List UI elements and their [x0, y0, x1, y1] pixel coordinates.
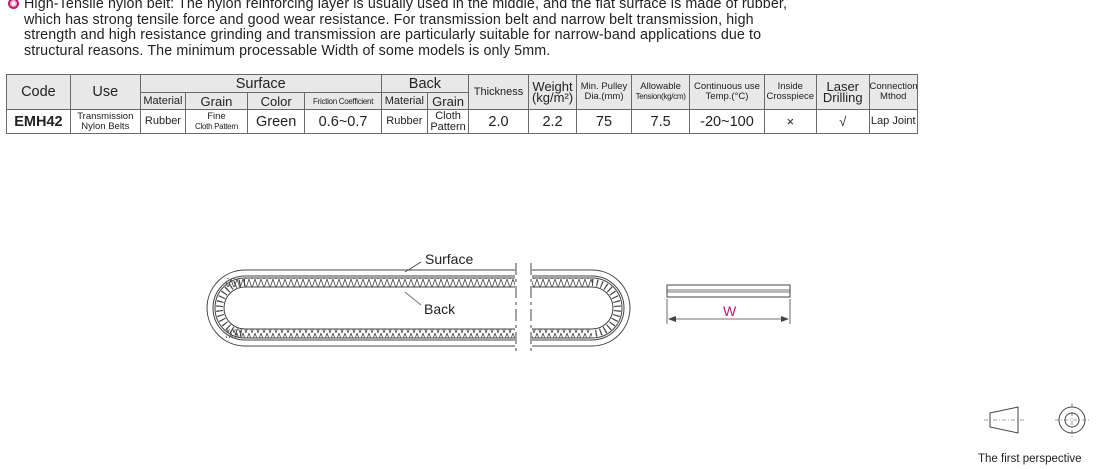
cell-laser-drilling: √ — [816, 109, 870, 134]
belt-loop-drawing — [206, 261, 631, 352]
description-line-2: which has strong tensile force and good … — [24, 11, 754, 28]
cell-inside-crosspiece: × — [763, 109, 818, 134]
cell-back-grain: Cloth Pattern — [426, 109, 470, 134]
header-min-pulley: Min. Pulley Dia.(mm) — [576, 74, 632, 110]
table-row: EMH42 Transmission Nylon Belts Rubber Fi… — [6, 109, 918, 134]
description-line-1: High-Tensile nylon belt: The nylon reinf… — [8, 0, 1098, 13]
surface-label: Surface — [425, 251, 474, 267]
header-surface-material: Material — [139, 92, 187, 110]
bullet-circle-icon — [8, 0, 19, 9]
header-use: Use — [69, 74, 141, 110]
header-weight: Weight (kg/m²) — [527, 74, 578, 110]
spec-table: Code Use Surface Back Thickness Weight (… — [6, 74, 918, 134]
back-label: Back — [424, 301, 456, 317]
header-back-grain: Grain — [426, 92, 470, 110]
header-back: Back — [380, 74, 470, 93]
cell-weight: 2.2 — [527, 109, 578, 134]
cell-allowable-tension: 7.5 — [630, 109, 691, 134]
cell-use: Transmission Nylon Belts — [69, 109, 141, 134]
header-inside-crosspiece: Inside Crosspiece — [763, 74, 818, 110]
perspective-label: The first perspective — [978, 453, 1082, 465]
cell-back-material: Rubber — [380, 109, 428, 134]
header-code: Code — [6, 74, 71, 110]
header-allowable-tension: Allowable Tension(kg/cm) — [630, 74, 691, 110]
cell-friction: 0.6~0.7 — [304, 109, 382, 134]
header-friction-coefficient: Friction Coefficient — [304, 92, 382, 110]
description-line-4: structural reasons. The minimum processa… — [24, 42, 551, 59]
header-continuous-temp: Continuous use Temp.(°C) — [689, 74, 765, 110]
cell-surface-grain: Fine Cloth Pattern — [185, 109, 248, 134]
cell-min-pulley: 75 — [576, 109, 632, 134]
header-surface: Surface — [139, 74, 382, 93]
table-header-row: Code Use Surface Back Thickness Weight (… — [6, 74, 918, 110]
width-label: W — [723, 303, 737, 319]
first-angle-projection-icon — [984, 403, 1089, 437]
cell-surface-material: Rubber — [139, 109, 187, 134]
cell-code: EMH42 — [6, 109, 71, 134]
header-surface-color: Color — [246, 92, 306, 110]
cell-surface-color: Green — [246, 109, 306, 134]
description-line-3: strength and high resistance grinding an… — [24, 27, 762, 44]
header-back-material: Material — [380, 92, 428, 110]
cell-temp: -20~100 — [689, 109, 765, 134]
description: High-Tensile nylon belt: The nylon reinf… — [8, 0, 1098, 59]
header-thickness: Thickness — [468, 74, 529, 110]
cell-connection-method: Lap Joint — [868, 109, 918, 134]
header-connection-method: Connection Mthod — [868, 74, 918, 110]
cell-thickness: 2.0 — [468, 109, 529, 134]
header-laser-drilling: Laser Drilling — [816, 74, 870, 110]
header-surface-grain: Grain — [185, 92, 248, 110]
